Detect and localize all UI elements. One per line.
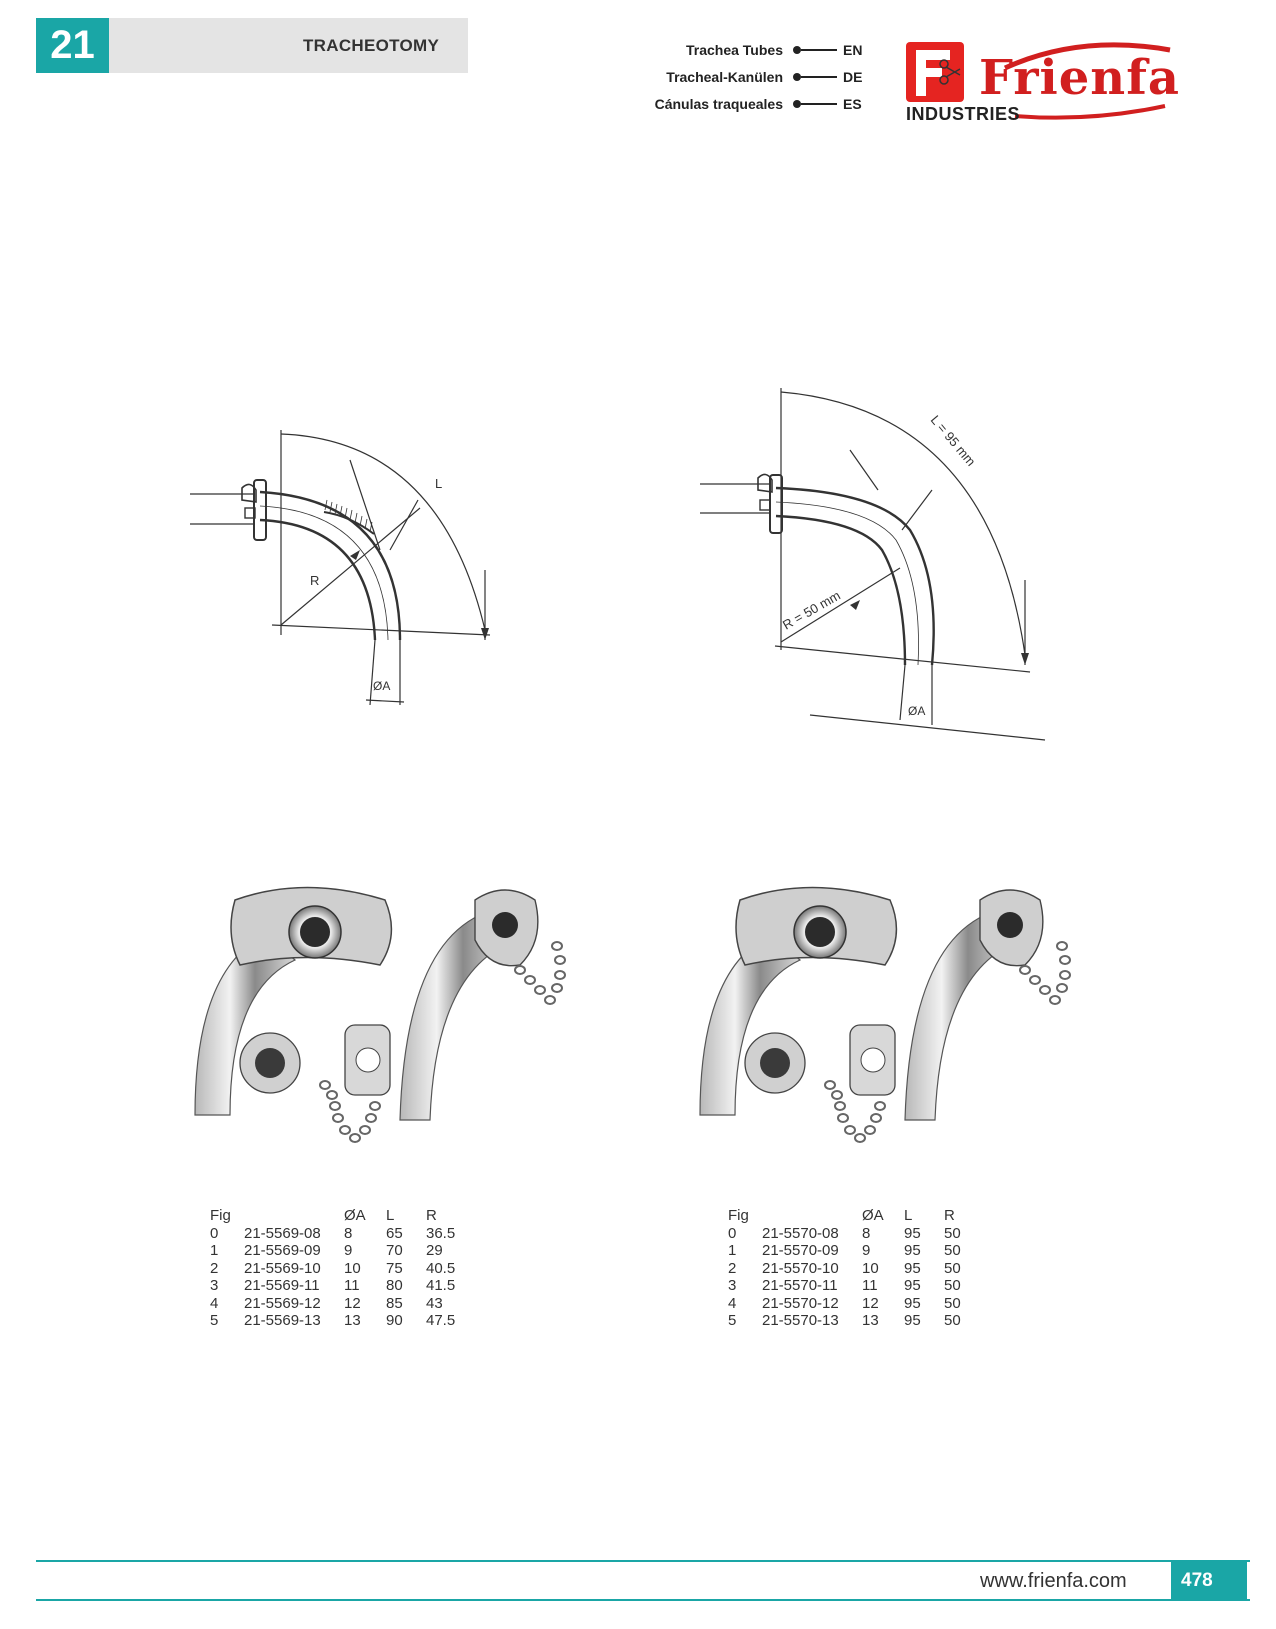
bullet-icon	[793, 100, 801, 108]
footer-url-link[interactable]: www.frienfa.com	[980, 1570, 1127, 1592]
logo-underline-icon	[1014, 104, 1166, 120]
language-row-en: Trachea Tubes EN	[686, 40, 871, 60]
label-r: R	[310, 573, 319, 588]
table-header-row: Fig ØA L R	[210, 1207, 437, 1224]
product-photo-right	[699, 886, 1071, 1143]
page-number: 478	[1171, 1560, 1247, 1601]
language-label: Cánulas traqueales	[654, 96, 783, 112]
language-label: Trachea Tubes	[685, 42, 783, 58]
label-l: L	[435, 476, 442, 491]
bullet-icon	[793, 73, 801, 81]
label-l: L = 95 mm	[928, 412, 979, 469]
table-header-row: Fig ØA L R	[728, 1207, 955, 1224]
chapter-number: 21	[36, 18, 109, 73]
product-photo-left	[194, 886, 566, 1143]
bullet-icon	[793, 46, 801, 54]
footer-line-top	[36, 1560, 1250, 1562]
language-code: ES	[843, 96, 862, 112]
label-r: R = 50 mm	[780, 588, 843, 633]
logo-mark-icon	[906, 42, 964, 102]
chapter-bar	[109, 18, 468, 73]
chapter-title: TRACHEOTOMY	[303, 36, 440, 55]
language-code: EN	[843, 42, 863, 58]
language-label: Tracheal-Kanülen	[666, 69, 783, 85]
language-row-es: Cánulas traqueales ES	[655, 94, 871, 114]
language-row-de: Tracheal-Kanülen DE	[666, 67, 871, 87]
language-code: DE	[843, 69, 863, 85]
logo-subtitle: INDUSTRIES	[906, 104, 1021, 124]
diagram-left: L R ØA	[190, 430, 491, 706]
logo-swoosh-icon	[1003, 42, 1171, 70]
label-a: ØA	[373, 679, 390, 693]
diagram-right: L = 95 mm R = 50 mm ØA	[700, 388, 1046, 741]
logo-text: Frienfa	[979, 50, 1180, 106]
footer-line-bottom	[36, 1599, 1250, 1601]
label-a: ØA	[908, 704, 925, 718]
